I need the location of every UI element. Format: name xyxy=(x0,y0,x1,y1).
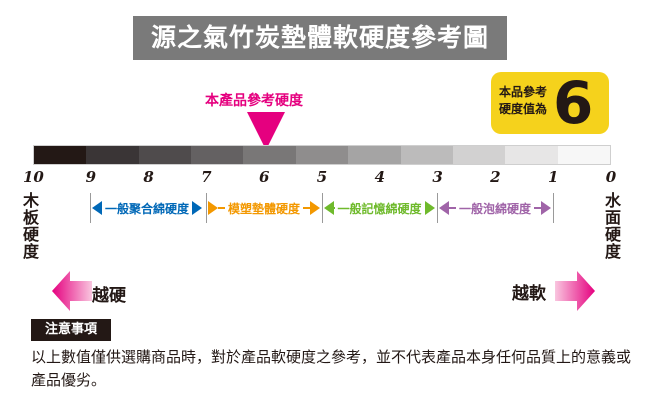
range-divider xyxy=(206,193,207,223)
scale-segment xyxy=(400,146,453,164)
badge-label-line1: 本品參考 xyxy=(499,85,548,99)
scale-tick-label: 3 xyxy=(432,168,443,186)
scale-segment xyxy=(557,146,610,164)
label-char: 板 xyxy=(22,208,39,227)
category-label: 一般聚合綿硬度 xyxy=(105,201,190,216)
range-line xyxy=(218,207,225,209)
scale-tick-label: 5 xyxy=(316,168,328,186)
category-label: 模塑墊體硬度 xyxy=(228,201,301,216)
range-divider xyxy=(437,193,438,223)
badge-label-line2: 硬度值為 xyxy=(499,102,548,116)
arrow-right-icon xyxy=(208,201,218,215)
range-divider xyxy=(553,193,554,223)
range-line xyxy=(334,207,335,209)
arrow-right-icon xyxy=(425,201,436,215)
arrow-right-icon xyxy=(541,201,552,215)
range-divider xyxy=(322,193,323,223)
wood-board-hardness-label: 木 板 硬 度 xyxy=(22,192,40,260)
scale-tick-label: 8 xyxy=(143,168,154,186)
category-polymer-foam: 一般聚合綿硬度 xyxy=(92,199,204,217)
scale-tick-label: 4 xyxy=(374,168,386,186)
range-line xyxy=(424,207,426,209)
scale-segment xyxy=(243,146,296,164)
scale-tick-label: 9 xyxy=(85,168,97,186)
scale-segment xyxy=(348,146,401,164)
notice-title: 注意事項 xyxy=(31,319,111,341)
arrow-left-icon xyxy=(439,201,449,215)
scale-tick-label: 6 xyxy=(258,168,270,186)
label-char: 木 xyxy=(22,191,39,210)
scale-tick-label: 1 xyxy=(547,168,559,186)
softer-label: 越軟 xyxy=(512,284,546,304)
scale-tick-label: 2 xyxy=(490,168,501,186)
reference-pointer-icon xyxy=(247,112,285,150)
scale-tick-label: 10 xyxy=(23,168,44,186)
scale-segment xyxy=(505,146,558,164)
category-regular-foam: 一般泡綿硬度 xyxy=(439,199,552,217)
label-char: 硬 xyxy=(604,225,621,244)
label-char: 硬 xyxy=(22,225,39,244)
range-divider xyxy=(90,193,91,223)
scale-segment xyxy=(34,146,87,164)
scale-segment xyxy=(295,146,349,164)
category-molded-pad: 模塑墊體硬度 xyxy=(208,199,321,217)
page-title: 源之氣竹炭墊體軟硬度參考圖 xyxy=(133,16,507,60)
arrow-left-icon xyxy=(324,201,334,215)
arrow-right-icon xyxy=(310,201,321,215)
scale-tick-label: 7 xyxy=(201,168,212,186)
harder-label: 越硬 xyxy=(92,286,126,306)
softer-arrow-icon xyxy=(555,271,595,311)
category-label: 一般記憶綿硬度 xyxy=(337,201,422,216)
badge-label: 本品參考 硬度值為 xyxy=(499,84,547,118)
scale-tick-label: 0 xyxy=(605,168,617,186)
scale-segment xyxy=(452,146,506,164)
range-line xyxy=(303,207,311,209)
scale-segment xyxy=(138,146,192,164)
label-char: 度 xyxy=(22,242,39,261)
notice-text: 以上數值僅供選購商品時，對於產品軟硬度之參考，並不代表產品本身任何品質上的意義或… xyxy=(31,348,632,389)
badge-value: 6 xyxy=(553,69,594,137)
reference-label: 本產品參考硬度 xyxy=(205,93,303,109)
hardness-scale-bar xyxy=(33,145,611,165)
label-char: 面 xyxy=(604,208,621,227)
scale-segment xyxy=(191,146,244,164)
hardness-badge: 本品參考 硬度值為 6 xyxy=(491,69,609,137)
category-memory-foam: 一般記憶綿硬度 xyxy=(324,199,436,217)
harder-arrow-icon xyxy=(52,271,92,311)
label-char: 水 xyxy=(604,191,621,210)
scale-segment xyxy=(86,146,139,164)
category-label: 一般泡綿硬度 xyxy=(459,201,532,216)
label-char: 度 xyxy=(604,242,621,261)
range-line xyxy=(449,207,456,209)
arrow-right-icon xyxy=(192,201,203,215)
range-line xyxy=(534,207,542,209)
water-surface-hardness-label: 水 面 硬 度 xyxy=(604,192,622,260)
arrow-left-icon xyxy=(92,201,102,215)
